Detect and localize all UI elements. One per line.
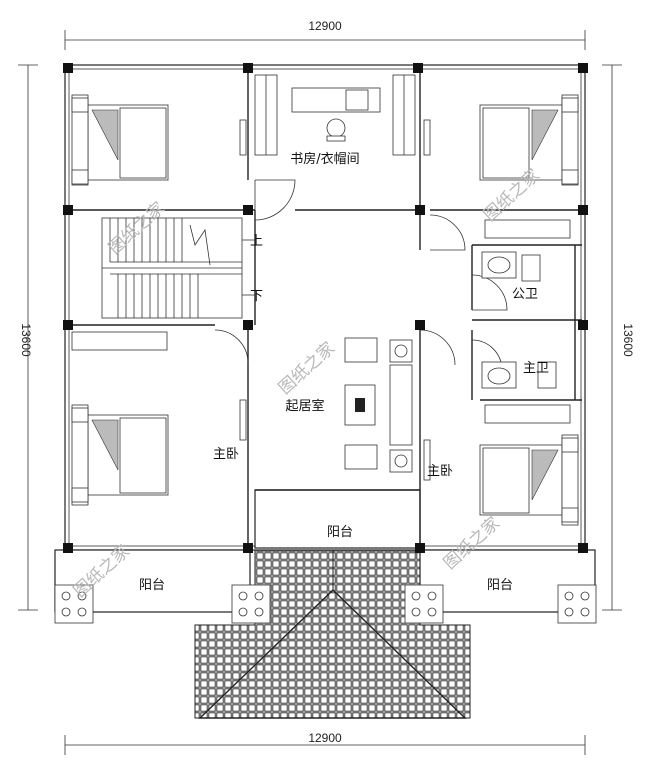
room-label-public-bath: 公卫: [512, 287, 538, 302]
balcony-structures: [54, 489, 597, 624]
room-label-study: 书房/衣帽间: [290, 151, 359, 167]
bed-top-left: [71, 94, 169, 186]
dimension-right: 13600: [621, 323, 635, 357]
bathroom-fixtures: [481, 251, 557, 389]
room-label-living: 起居室: [285, 398, 324, 414]
structural-columns: [63, 63, 588, 553]
wardrobes: [71, 74, 571, 481]
room-label-balcony-right: 阳台: [487, 578, 513, 593]
study-desk: [291, 87, 381, 142]
dimension-bottom: 12900: [308, 731, 342, 745]
dimension-top: 12900: [308, 19, 342, 33]
staircase: [101, 217, 255, 319]
room-label-balcony-center: 阳台: [327, 525, 353, 540]
room-label-bedroom-left: 主卧: [213, 447, 239, 462]
stair-down-label: 下: [250, 289, 263, 304]
dimension-left: 13600: [19, 323, 33, 357]
room-label-master-bath: 主卫: [523, 361, 549, 376]
room-label-balcony-left: 阳台: [139, 578, 165, 593]
stair-up-label: 上: [250, 234, 263, 249]
living-furniture: [344, 337, 413, 473]
room-label-bedroom-right: 主卧: [427, 464, 453, 479]
bed-top-right: [479, 94, 579, 186]
bed-bottom-right: [479, 434, 579, 526]
bed-bottom-left: [71, 404, 169, 506]
dimension-lines: [18, 30, 622, 755]
